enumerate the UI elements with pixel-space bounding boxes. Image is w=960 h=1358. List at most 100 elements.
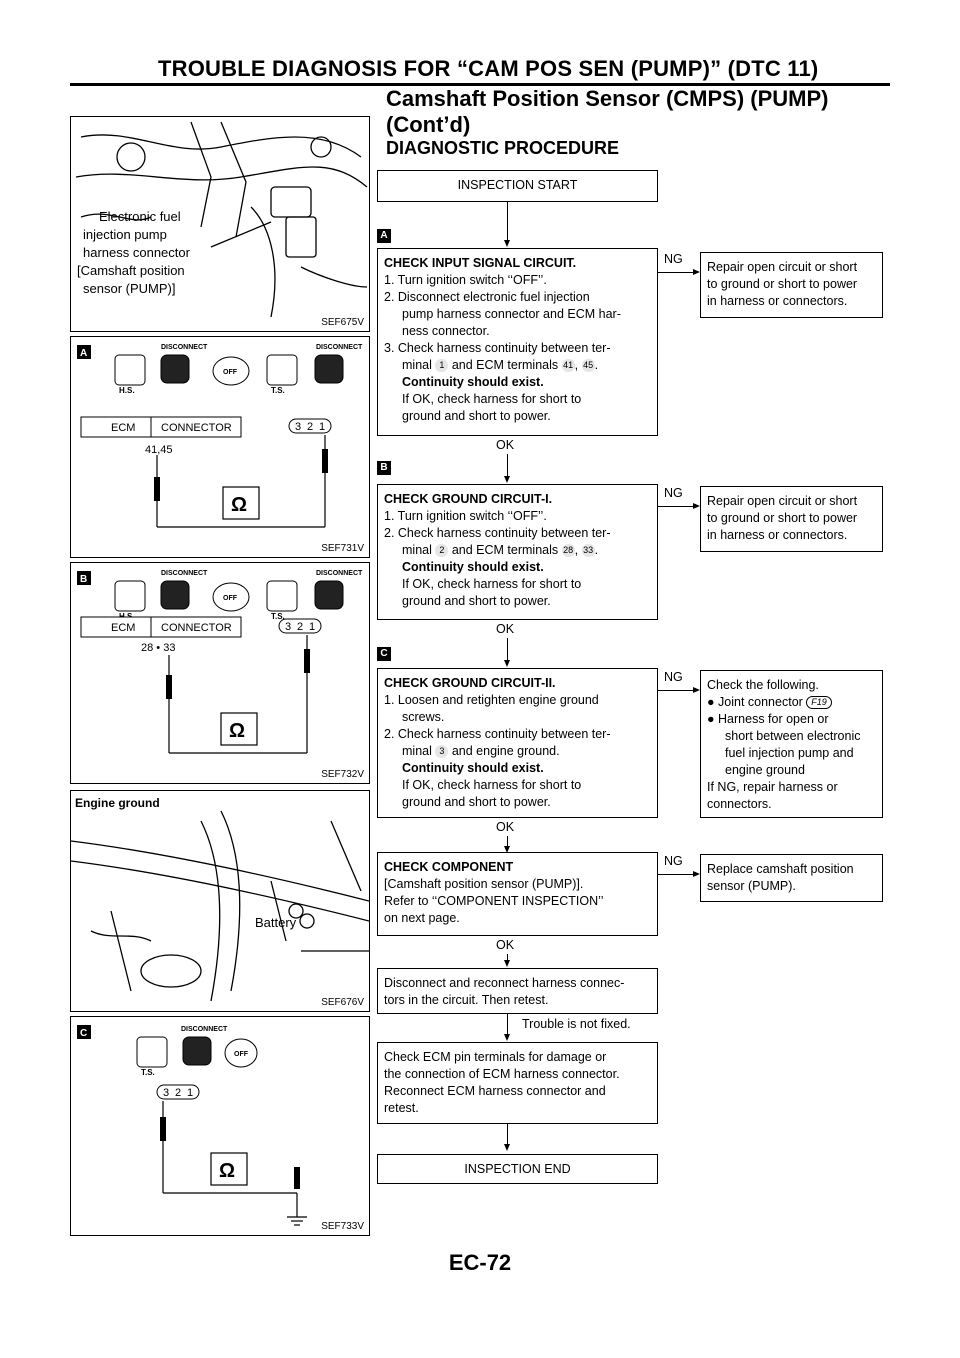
arrow-right-icon: [693, 503, 700, 509]
step1-terminal-line: minal 1 and ECM terminals 41, 45.: [402, 358, 599, 373]
step1-ng-action: Repair open circuit or short to ground o…: [700, 252, 883, 318]
ng-action-line: If NG, repair harness or: [707, 780, 838, 794]
flow-connector: [507, 1124, 508, 1146]
step3-title: CHECK GROUND CIRCUIT-II.: [384, 676, 556, 690]
arrow-down-icon: [504, 846, 510, 853]
ng-action-line: connectors.: [707, 797, 772, 811]
ng-action-line: Repair open circuit or short: [707, 260, 858, 274]
step1-line: 2. Disconnect electronic fuel injection: [384, 290, 590, 304]
inspection-end-box: INSPECTION END: [377, 1154, 658, 1184]
step2-terminal-line: minal 2 and ECM terminals 28, 33.: [402, 543, 599, 558]
text: minal: [402, 358, 432, 372]
ng-action-line: Repair open circuit or short: [707, 494, 858, 508]
connector-icon-2: [314, 580, 344, 610]
ng-action-line: in harness or connectors.: [707, 528, 848, 542]
step4-ng-action: Replace camshaft position sensor (PUMP).: [700, 854, 883, 902]
terminal-icon: 3: [435, 745, 449, 759]
fig2-off: OFF: [223, 369, 238, 376]
step1-line: If OK, check harness for short to: [402, 392, 582, 406]
step1-line: 1. Turn ignition switch ‘‘OFF’’.: [384, 273, 547, 287]
step2-title: CHECK GROUND CIRCUIT-I.: [384, 492, 553, 506]
inspection-start-box: INSPECTION START: [377, 170, 658, 202]
step1-line: ness connector.: [402, 324, 490, 338]
ok-label: OK: [496, 938, 515, 952]
arrow-right-icon: [693, 687, 700, 693]
fig2-disconnect-2: DISCONNECT: [316, 344, 363, 351]
off-switch-icon: [212, 582, 250, 612]
fig3-badge: B: [80, 574, 87, 585]
hs-icon: [114, 580, 146, 612]
connector-tag: F19: [806, 696, 832, 710]
arrow-down-icon: [504, 240, 510, 247]
terminal-icon: 33: [581, 544, 595, 558]
subtitle-line-1: Camshaft Position Sensor (CMPS) (PUMP): [386, 86, 829, 111]
terminal-icon: 2: [435, 544, 449, 558]
step3-line: 2. Check harness continuity between ter-: [384, 727, 611, 741]
step1-line: pump harness connector and ECM har-: [402, 307, 621, 321]
step3-ng-action: Check the following. ● Joint connector F…: [700, 670, 883, 818]
figure-engine-ground: Engine ground Battery SEF676V: [70, 790, 370, 1012]
ng-label: NG: [664, 854, 683, 868]
text: Harness for open or: [718, 712, 829, 726]
terminal-icon: 28: [561, 544, 575, 558]
step-badge-b: B: [377, 461, 391, 475]
flow-connector: [507, 836, 508, 848]
ng-action-line: Check the following.: [707, 678, 819, 692]
fig2-ecm: ECM: [111, 422, 135, 434]
step2-line: Continuity should exist.: [402, 560, 544, 574]
connector-icon: [160, 580, 190, 610]
ng-connector: [658, 506, 696, 507]
fig1-label-4: [Camshaft position: [77, 263, 185, 278]
ohm-meter-icon: Ω: [229, 720, 245, 742]
step2-line: If OK, check harness for short to: [402, 577, 582, 591]
step3-line: If OK, check harness for short to: [402, 778, 582, 792]
fig3-terminals: 28 • 33: [141, 642, 175, 654]
figure-b-circuit: B DISCONNECT DISCONNECT H.S. T.S. OFF EC…: [70, 562, 370, 784]
pin-3: 3: [295, 421, 301, 433]
flow-connector: [507, 202, 508, 240]
text: and ECM terminals: [451, 543, 559, 557]
fig2-ts: T.S.: [271, 386, 285, 395]
arrow-down-icon: [504, 960, 510, 967]
step4-line: Refer to ‘‘COMPONENT INSPECTION’’: [384, 894, 604, 908]
step1-line: Continuity should exist.: [402, 375, 544, 389]
ts-icon: [136, 1036, 168, 1068]
ok-label: OK: [496, 820, 515, 834]
fig1-label-1: Electronic fuel: [99, 209, 181, 224]
hs-icon: [114, 354, 146, 386]
step2-line: 2. Check harness continuity between ter-: [384, 526, 611, 540]
ng-connector: [658, 690, 696, 691]
step6-line: retest.: [384, 1101, 419, 1115]
figure-code: SEF675V: [321, 317, 364, 328]
step3-line: 1. Loosen and retighten engine ground: [384, 693, 599, 707]
page-header-title: TROUBLE DIAGNOSIS FOR “CAM POS SEN (PUMP…: [158, 56, 819, 81]
pin-1: 1: [309, 621, 315, 633]
ng-action-line: to ground or short to power: [707, 277, 858, 291]
step4-title: CHECK COMPONENT: [384, 860, 514, 874]
page-number: EC-72: [448, 1250, 512, 1275]
header-rule: [70, 83, 890, 86]
arrow-down-icon: [504, 660, 510, 667]
pin-3: 3: [163, 1087, 169, 1099]
fig3-connector: CONNECTOR: [161, 622, 232, 634]
ng-action-line: in harness or connectors.: [707, 294, 848, 308]
fig5-ts: T.S.: [141, 1068, 155, 1077]
section-title: DIAGNOSTIC PROCEDURE: [386, 138, 620, 158]
fig1-label-2: injection pump: [83, 227, 167, 242]
ng-label: NG: [664, 670, 683, 684]
connector-icon: [182, 1036, 212, 1066]
fig5-off: OFF: [234, 1051, 249, 1058]
engine-ground-label: Engine ground: [75, 796, 160, 810]
fig3-disconnect-1: DISCONNECT: [161, 570, 208, 577]
figure-code: SEF731V: [321, 543, 364, 554]
off-switch-icon: [224, 1038, 258, 1068]
pin-3: 3: [285, 621, 291, 633]
flow-connector: [507, 1014, 508, 1036]
ng-label: NG: [664, 486, 683, 500]
fig2-terminals: 41,45: [145, 444, 173, 456]
figure-code: SEF676V: [321, 997, 364, 1008]
step-check-input-signal: CHECK INPUT SIGNAL CIRCUIT. 1. Turn igni…: [377, 248, 658, 436]
off-switch-icon: [212, 356, 250, 386]
pin-1: 1: [187, 1087, 193, 1099]
step2-ng-action: Repair open circuit or short to ground o…: [700, 486, 883, 552]
